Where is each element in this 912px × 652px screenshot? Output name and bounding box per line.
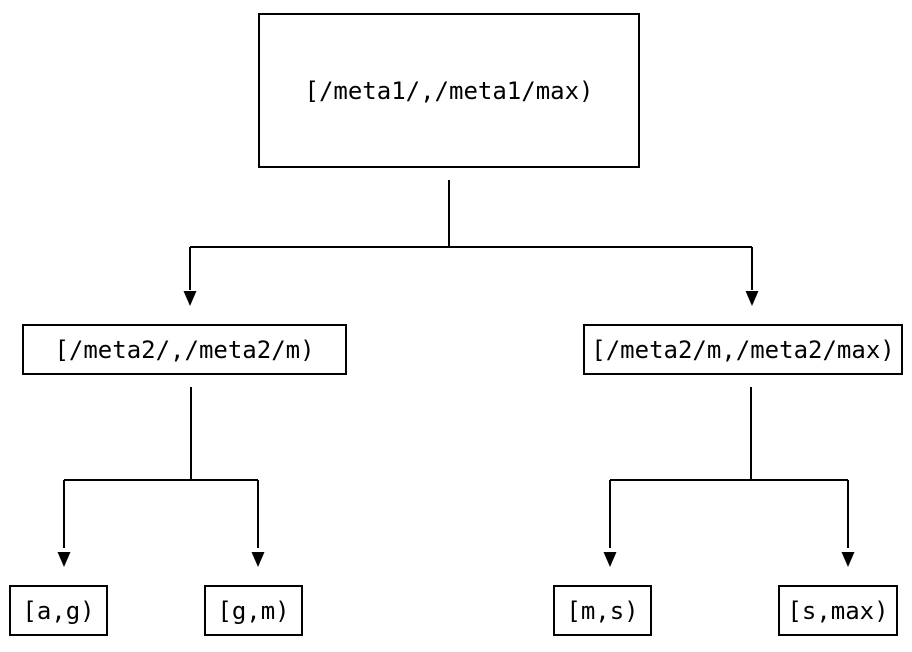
arrowhead-down-icon-mid-left xyxy=(183,291,197,306)
tree-node-leaf-ms: [m,s) xyxy=(553,585,652,636)
edge-root-to-children xyxy=(183,180,759,306)
edge-line-mid-left xyxy=(63,387,259,548)
tree-node-leaf-ag: [a,g) xyxy=(9,585,108,636)
tree-node-leaf-gm: [g,m) xyxy=(204,585,303,636)
arrowhead-down-icon-leaf-ag xyxy=(57,552,71,567)
edge-mid-left-to-children xyxy=(57,387,265,567)
arrowhead-down-icon-leaf-gm xyxy=(251,552,265,567)
edge-mid-right-to-children xyxy=(603,387,855,567)
edge-line-root xyxy=(189,180,753,290)
tree-node-leaf-smax: [s,max) xyxy=(778,585,898,636)
edge-line-mid-right xyxy=(609,387,849,548)
tree-node-root: [/meta1/,/meta1/max) xyxy=(258,13,640,168)
arrowhead-down-icon-leaf-smax xyxy=(841,552,855,567)
arrowhead-down-icon-leaf-ms xyxy=(603,552,617,567)
tree-node-mid-right: [/meta2/m,/meta2/max) xyxy=(583,324,903,375)
arrowhead-down-icon-mid-right xyxy=(745,291,759,306)
tree-node-mid-left: [/meta2/,/meta2/m) xyxy=(22,324,347,375)
